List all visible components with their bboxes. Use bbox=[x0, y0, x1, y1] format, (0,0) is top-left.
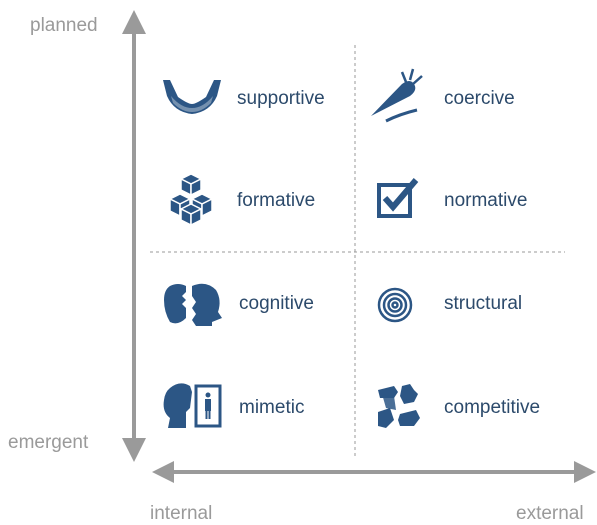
checkbox-icon bbox=[377, 178, 419, 218]
vertical-axis bbox=[122, 10, 146, 462]
y-axis-bottom-label: emergent bbox=[8, 432, 89, 453]
head-mirror-icon bbox=[163, 383, 222, 428]
hands-icon bbox=[163, 80, 221, 114]
arrow-left-icon bbox=[152, 461, 174, 483]
heads-facing-icon bbox=[164, 283, 222, 326]
y-axis-top-label: planned bbox=[30, 15, 98, 36]
formative-label: formative bbox=[237, 190, 316, 211]
coercive-label: coercive bbox=[444, 88, 515, 109]
carrot-and-stick-icon bbox=[371, 68, 423, 123]
cognitive-label: cognitive bbox=[239, 293, 314, 314]
arrow-down-icon bbox=[122, 438, 146, 462]
mimetic-label: mimetic bbox=[239, 397, 305, 418]
horizontal-axis bbox=[152, 461, 596, 483]
x-axis-right-label: external bbox=[516, 503, 584, 524]
arrow-up-icon bbox=[122, 10, 146, 34]
normative-label: normative bbox=[444, 190, 528, 211]
competitive-label: competitive bbox=[444, 397, 541, 418]
supportive-label: supportive bbox=[237, 88, 325, 109]
structural-label: structural bbox=[444, 293, 523, 314]
cubes-icon bbox=[168, 173, 214, 227]
concentric-circles-icon bbox=[377, 287, 413, 323]
hands-grabbing-icon bbox=[378, 384, 420, 428]
arrow-right-icon bbox=[574, 461, 596, 483]
x-axis-left-label: internal bbox=[150, 503, 213, 524]
